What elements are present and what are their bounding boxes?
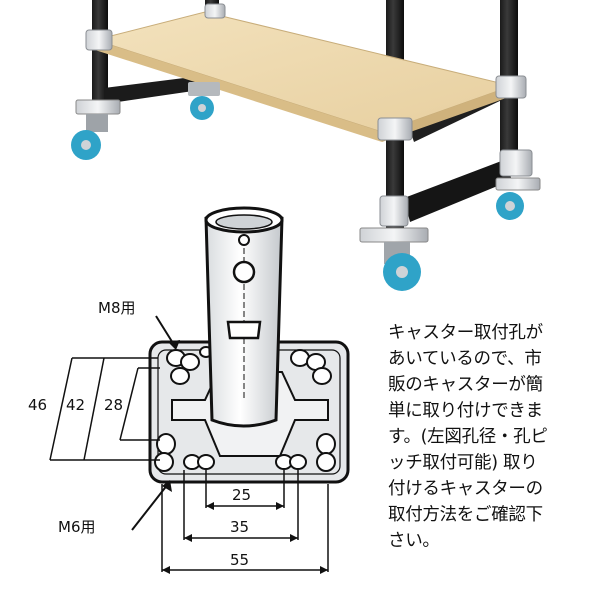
stem-hole xyxy=(232,260,256,284)
joint-4 xyxy=(204,3,226,19)
description-text: キャスター取付孔が あいているので、市 販のキャスターが簡 単に取り付けできま … xyxy=(388,323,548,551)
m6-label: M6用 xyxy=(58,518,96,536)
m6-holes xyxy=(154,433,336,472)
bar-front xyxy=(404,160,512,222)
caster-front-right xyxy=(495,177,541,220)
width-dimensions xyxy=(161,470,329,572)
dim-25: 25 xyxy=(232,486,251,504)
joint-5 xyxy=(379,195,409,227)
height-dimensions xyxy=(49,357,160,461)
joint-3 xyxy=(495,75,527,99)
joint-1 xyxy=(85,29,113,51)
dim-55: 55 xyxy=(230,551,249,569)
dim-46: 46 xyxy=(28,396,47,414)
stem-slot xyxy=(226,320,262,340)
joint-2 xyxy=(377,117,413,141)
caster-back-mid xyxy=(188,82,220,120)
dim-42: 42 xyxy=(66,396,85,414)
bar-back xyxy=(104,76,200,104)
wood-shelf-side xyxy=(382,86,512,142)
dim-35: 35 xyxy=(230,518,249,536)
wood-shelf-edge xyxy=(95,40,382,142)
caster-plate-drawing: M8用 M6用 46 42 28 25 35 55 xyxy=(28,206,350,574)
joint-6 xyxy=(499,149,533,177)
caster-front-left xyxy=(359,227,429,291)
m8-label: M8用 xyxy=(98,299,136,317)
caster-back-left xyxy=(71,99,121,160)
dim-28: 28 xyxy=(104,396,123,414)
cart-photo xyxy=(71,0,541,291)
